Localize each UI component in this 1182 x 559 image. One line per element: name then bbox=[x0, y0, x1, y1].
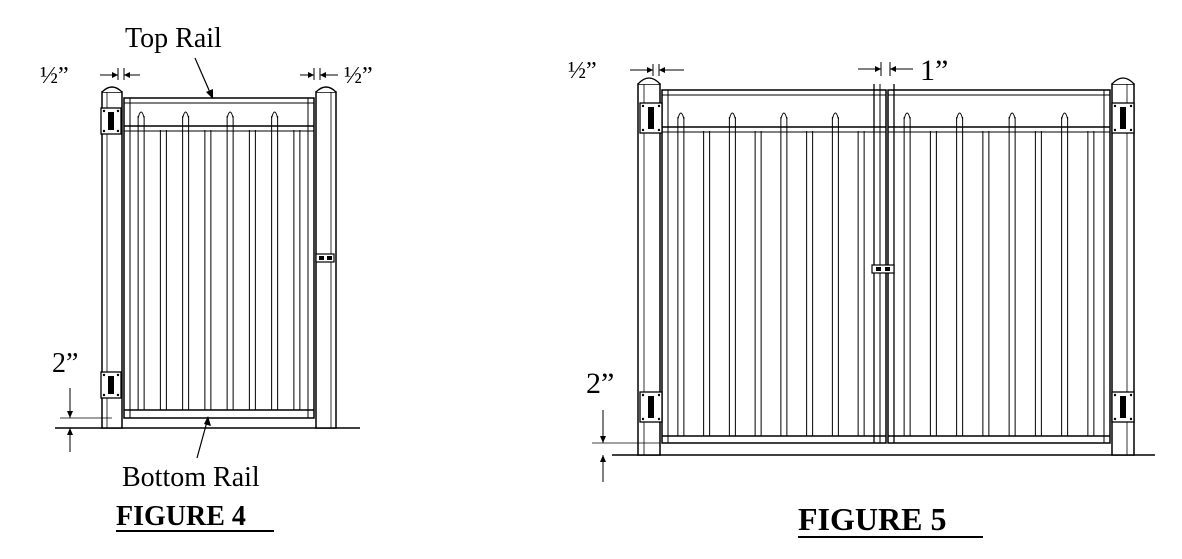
fig5-right-picket-5 bbox=[1008, 112, 1016, 436]
fig5-left-finial-1 bbox=[677, 112, 685, 120]
fig5-right-leaf bbox=[887, 84, 1111, 444]
fig4-right-gap-label: ½” bbox=[344, 63, 373, 89]
fig4-latch bbox=[315, 253, 335, 263]
fig4-gate-frame bbox=[123, 97, 315, 419]
fig5-clearance-label: 2” bbox=[586, 367, 614, 400]
fig5-right-finial-7 bbox=[1061, 112, 1069, 120]
fig5-right-picket-1 bbox=[903, 112, 911, 436]
fig4-picket-7 bbox=[271, 111, 279, 410]
fig5-right-finial-5 bbox=[1008, 112, 1016, 120]
fig4-picket-5 bbox=[226, 111, 234, 410]
fig5-left-bottom-hinge bbox=[639, 391, 663, 423]
fig5-left-picket-4 bbox=[754, 131, 762, 436]
fig5-latch bbox=[871, 264, 895, 274]
fig4-finial-7 bbox=[271, 111, 279, 119]
figure-4: ½” ½” Top Rail Bottom Rail bbox=[40, 23, 373, 532]
fig5-left-picket-2 bbox=[703, 131, 711, 436]
fig4-left-post bbox=[101, 86, 123, 429]
fig4-right-gap-dimension bbox=[300, 68, 338, 80]
fig4-pickets bbox=[137, 111, 301, 410]
fig4-top-rail-leader bbox=[194, 57, 213, 99]
fig4-caption: FIGURE 4 bbox=[116, 501, 246, 532]
fig5-left-picket-8 bbox=[857, 131, 865, 436]
figure-5: ½” 1” 2” FIGURE 5 bbox=[568, 54, 1155, 538]
fig5-left-post bbox=[637, 77, 661, 456]
fig5-center-gap-label: 1” bbox=[920, 54, 948, 87]
fig5-right-top-hinge bbox=[1111, 102, 1135, 134]
fig5-right-finial-1 bbox=[903, 112, 911, 120]
fig5-right-picket-3 bbox=[956, 112, 964, 436]
fig4-top-hinge bbox=[100, 107, 122, 135]
fig5-left-gap-label: ½” bbox=[568, 58, 597, 84]
fig4-picket-2 bbox=[159, 130, 167, 410]
fig4-clearance-dimension bbox=[60, 388, 112, 452]
fig4-bottom-rail-leader bbox=[196, 416, 211, 459]
fig5-left-picket-3 bbox=[728, 112, 736, 436]
fig5-caption: FIGURE 5 bbox=[798, 501, 946, 537]
fig5-pickets bbox=[677, 112, 1095, 436]
fig4-picket-4 bbox=[204, 130, 212, 410]
fig5-right-picket-8 bbox=[1087, 131, 1095, 436]
fig4-left-gap-dimension bbox=[100, 68, 140, 80]
fig5-right-picket-6 bbox=[1034, 131, 1042, 436]
fig5-left-picket-7 bbox=[831, 112, 839, 436]
fig5-left-picket-1 bbox=[677, 112, 685, 436]
fig4-finial-1 bbox=[137, 111, 145, 119]
fig4-picket-1 bbox=[137, 111, 145, 410]
fig4-bottom-rail-label: Bottom Rail bbox=[122, 462, 260, 493]
fig5-left-gap-dimension bbox=[630, 64, 684, 76]
fig5-left-finial-5 bbox=[780, 112, 788, 120]
fig5-left-picket-6 bbox=[806, 131, 814, 436]
fig5-right-picket-7 bbox=[1061, 112, 1069, 436]
fig4-right-post-cap bbox=[315, 86, 337, 93]
fig4-clearance-label: 2” bbox=[52, 348, 78, 379]
fig5-clearance-dimension bbox=[592, 410, 660, 482]
fig4-finial-5 bbox=[226, 111, 234, 119]
fig5-right-post-cap bbox=[1111, 77, 1135, 85]
fig5-left-post-cap bbox=[637, 77, 661, 85]
fig5-left-leaf bbox=[661, 84, 887, 444]
fig5-left-finial-7 bbox=[831, 112, 839, 120]
fig5-right-bottom-hinge bbox=[1111, 391, 1135, 423]
fig4-left-post-cap bbox=[101, 86, 123, 93]
fig5-left-picket-5 bbox=[780, 112, 788, 436]
fig5-right-picket-4 bbox=[982, 131, 990, 436]
fig5-right-finial-3 bbox=[956, 112, 964, 120]
fig5-center-gap-dimension bbox=[858, 62, 913, 76]
fig4-bottom-hinge bbox=[100, 371, 122, 399]
fig5-right-post bbox=[1111, 77, 1135, 456]
fig5-left-finial-3 bbox=[728, 112, 736, 120]
fig4-picket-8 bbox=[293, 130, 301, 410]
fig4-top-rail-label: Top Rail bbox=[125, 23, 222, 54]
fig5-left-top-hinge bbox=[639, 102, 663, 134]
fig4-left-gap-label: ½” bbox=[40, 63, 69, 89]
fig4-finial-3 bbox=[182, 111, 190, 119]
fig4-picket-6 bbox=[248, 130, 256, 410]
fig5-right-picket-2 bbox=[929, 131, 937, 436]
fig4-picket-3 bbox=[182, 111, 190, 410]
